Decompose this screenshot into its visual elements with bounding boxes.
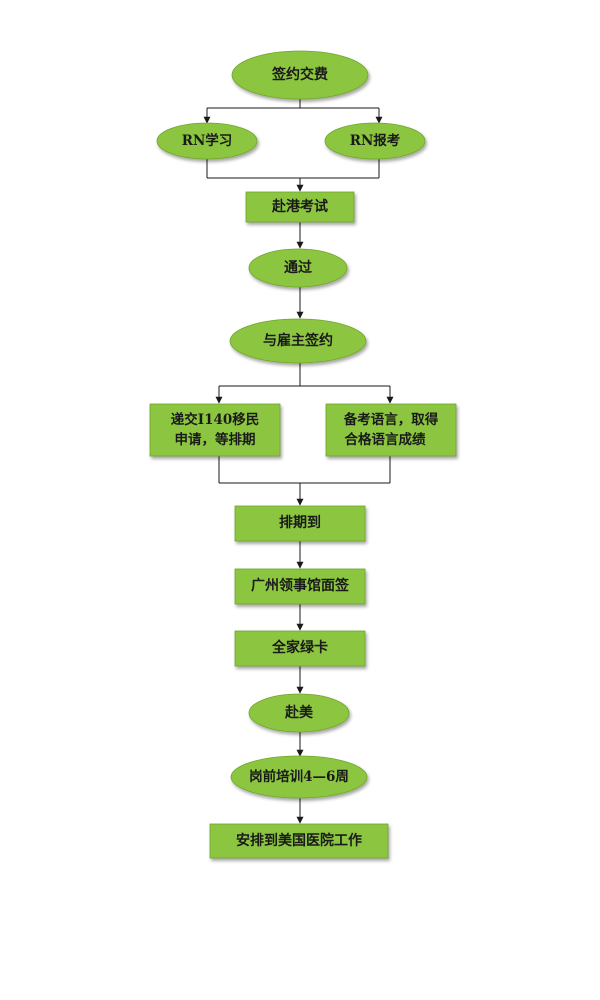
node-lang bbox=[325, 403, 457, 457]
label-sign-pay: 签约交费 bbox=[271, 66, 328, 83]
label-i140-line1: 递交I140移民 bbox=[171, 411, 260, 428]
node-employer bbox=[229, 318, 367, 364]
node-to-us bbox=[248, 693, 350, 733]
nodes bbox=[149, 50, 457, 859]
node-interview bbox=[234, 568, 366, 605]
edges bbox=[203, 98, 394, 824]
node-sign-pay bbox=[231, 50, 369, 100]
label-greencard: 全家绿卡 bbox=[271, 639, 328, 656]
label-i140-line2: 申请，等排期 bbox=[175, 431, 256, 448]
label-interview: 广州领事馆面签 bbox=[251, 577, 350, 594]
node-rn-study bbox=[156, 122, 258, 160]
label-lang-line2: 合格语言成绩 bbox=[345, 431, 426, 448]
label-hospital: 安排到美国医院工作 bbox=[236, 832, 362, 849]
label-scheduled: 排期到 bbox=[279, 514, 321, 531]
label-rn-exam: RN报考 bbox=[350, 132, 401, 149]
labels: 签约交费 RN学习 RN报考 赴港考试 通过 与雇主签约 递交I140移民 申请… bbox=[171, 66, 439, 849]
node-i140 bbox=[149, 403, 281, 457]
node-rn-exam bbox=[324, 122, 426, 160]
node-greencard bbox=[234, 630, 366, 667]
label-to-us: 赴美 bbox=[284, 704, 314, 721]
node-hk-exam bbox=[245, 191, 355, 223]
label-pass: 通过 bbox=[284, 259, 312, 276]
label-hk-exam: 赴港考试 bbox=[271, 198, 328, 215]
node-hospital bbox=[209, 823, 389, 859]
label-rn-study: RN学习 bbox=[182, 132, 233, 149]
node-scheduled bbox=[234, 505, 366, 542]
label-lang-line1: 备考语言，取得 bbox=[343, 411, 439, 428]
node-training bbox=[230, 755, 368, 799]
label-employer: 与雇主签约 bbox=[263, 332, 333, 349]
label-training: 岗前培训4—6周 bbox=[249, 768, 349, 785]
node-pass bbox=[248, 248, 348, 288]
